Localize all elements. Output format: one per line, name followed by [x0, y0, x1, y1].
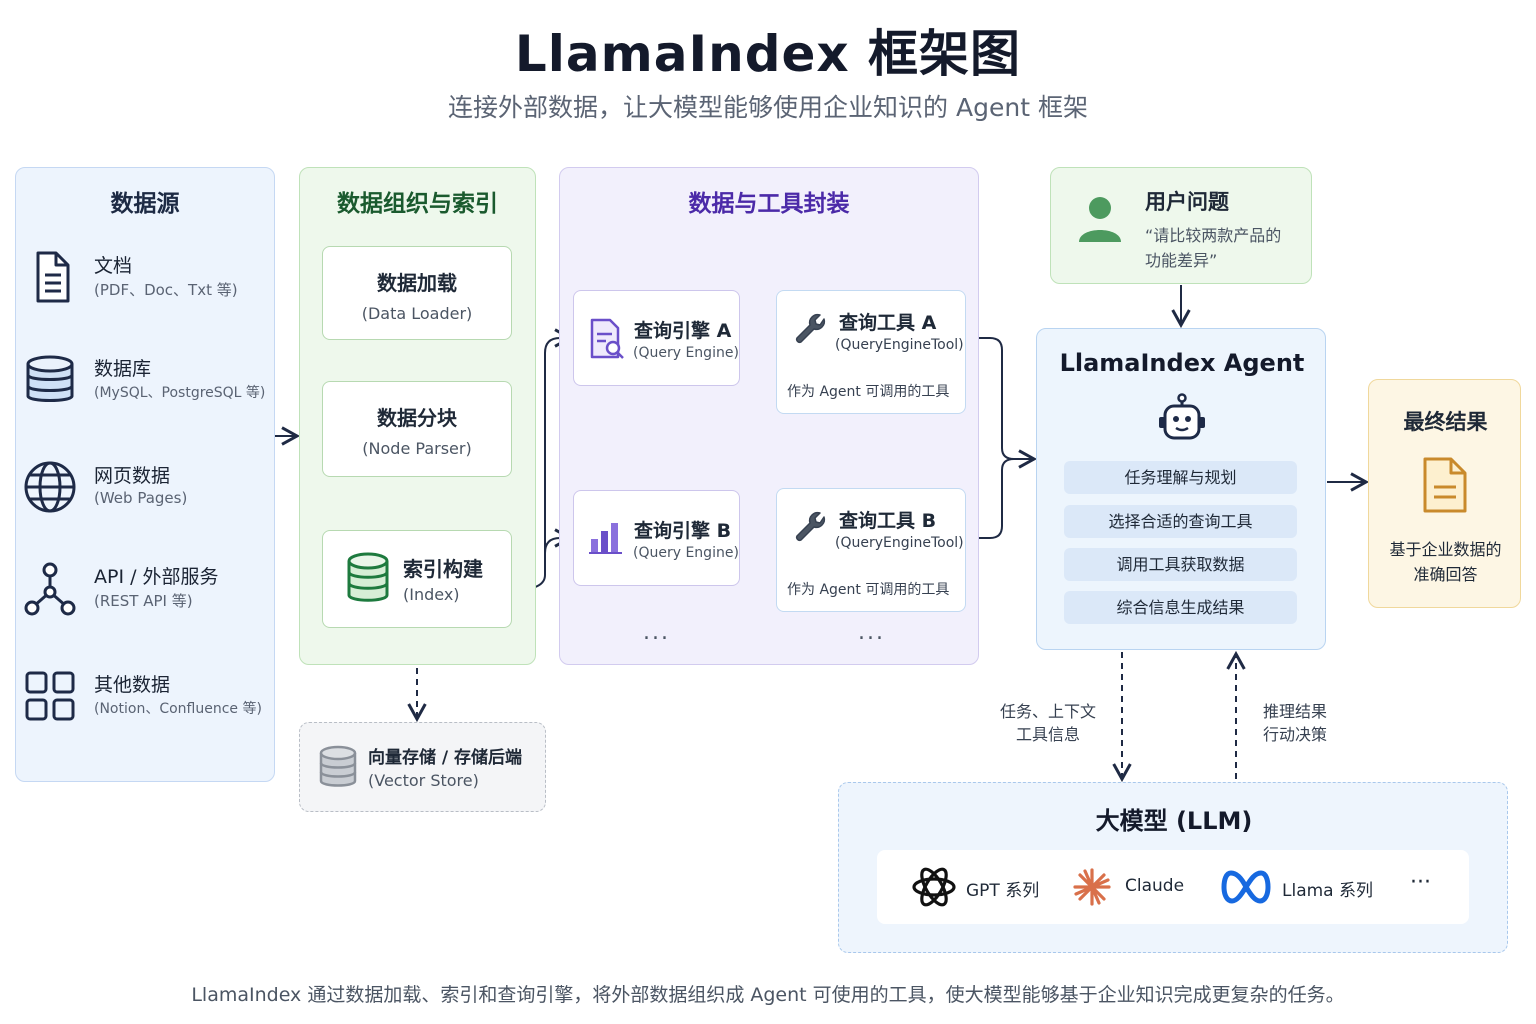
source-label: 网页数据 [94, 465, 171, 487]
source-label: API / 外部服务 [94, 566, 219, 588]
tool-description: 作为 Agent 可调用的工具 [787, 582, 950, 598]
search-document-icon [590, 318, 624, 359]
edge-label-line: 推理结果 [1262, 702, 1327, 721]
data-loader-node: 数据加载 (Data Loader) [322, 246, 512, 340]
source-sublabel: (PDF、Doc、Txt 等) [94, 281, 238, 299]
edge-label-line: 行动决策 [1262, 725, 1327, 744]
tool-description: 作为 Agent 可调用的工具 [787, 384, 950, 400]
user-question-line1: “请比较两款产品的 [1145, 226, 1282, 245]
agent-step: 综合信息生成结果 [1064, 591, 1297, 624]
vector-store-database-icon [319, 745, 357, 787]
node-sublabel: (Node Parser) [362, 439, 472, 458]
source-label: 其他数据 [94, 674, 171, 696]
arrow-tool-a-to-agent [967, 337, 1038, 469]
bar-chart-icon [589, 523, 622, 554]
source-sublabel: (Web Pages) [94, 489, 188, 507]
engine-label: 查询引擎 A [634, 320, 732, 342]
claude-logo-icon [1073, 868, 1111, 906]
robot-icon [1159, 393, 1205, 440]
vector-store-label: 向量存储 / 存储后端 [368, 748, 523, 768]
source-item-other: 其他数据 (Notion、Confluence 等) [0, 664, 262, 734]
node-sublabel: (Data Loader) [361, 304, 473, 323]
user-question-line2: 功能差异” [1145, 251, 1218, 270]
edge-label-to-llm: 任务、上下文 工具信息 [988, 700, 1108, 746]
index-node: 索引构建 (Index) [322, 530, 512, 628]
wrench-icon [795, 511, 826, 542]
network-icon [24, 562, 76, 616]
more-engines-ellipsis: ... [643, 620, 670, 645]
llm-model-label: Claude [1125, 876, 1185, 896]
source-item-api: API / 外部服务 (REST API 等) [0, 556, 260, 626]
tool-sublabel: (QueryEngineTool) [835, 337, 964, 353]
source-item-web: 网页数据 (Web Pages) [0, 455, 260, 525]
vector-store-node: 向量存储 / 存储后端 (Vector Store) [299, 722, 546, 812]
document-icon [36, 251, 70, 303]
source-sublabel: (Notion、Confluence 等) [94, 701, 262, 717]
tool-sublabel: (QueryEngineTool) [835, 535, 964, 551]
source-label: 数据库 [94, 358, 152, 380]
data-organize-title: 数据组织与索引 [337, 191, 498, 217]
llm-model-label: Llama 系列 [1282, 881, 1373, 901]
node-label: 数据分块 [377, 406, 457, 430]
agent-step: 选择合适的查询工具 [1064, 505, 1297, 538]
source-label: 文档 [94, 255, 133, 277]
llm-title: 大模型 (LLM) [1095, 807, 1253, 835]
result-document-icon [1423, 457, 1467, 513]
more-tools-ellipsis: ... [858, 620, 885, 645]
edge-label-from-llm: 推理结果 行动决策 [1250, 700, 1340, 746]
wrench-icon [795, 313, 826, 344]
query-engine-a-node: 查询引擎 A (Query Engine) [573, 290, 740, 386]
final-result-line2: 准确回答 [1413, 565, 1478, 584]
node-sublabel: (Index) [403, 585, 460, 604]
vector-store-sublabel: (Vector Store) [368, 771, 479, 790]
llm-models-row: GPT 系列 Claude Llama 系列 ··· [877, 850, 1469, 924]
agent-step: 任务理解与规划 [1064, 461, 1297, 494]
connector-tool-b-to-agent [967, 458, 1015, 539]
engine-sublabel: (Query Engine) [633, 545, 739, 561]
engine-sublabel: (Query Engine) [633, 345, 739, 361]
page-title: LlamaIndex 框架图 [514, 25, 1022, 83]
node-parser-node: 数据分块 (Node Parser) [322, 381, 512, 477]
node-label: 索引构建 [403, 557, 483, 581]
engine-label: 查询引擎 B [634, 520, 732, 542]
source-sublabel: (MySQL、PostgreSQL 等) [94, 385, 266, 401]
grid-icon [25, 671, 75, 721]
source-item-database: 数据库 (MySQL、PostgreSQL 等) [0, 348, 265, 418]
tool-label: 查询工具 A [839, 312, 937, 334]
source-item-document: 文档 (PDF、Doc、Txt 等) [0, 245, 260, 315]
query-engine-b-node: 查询引擎 B (Query Engine) [573, 490, 740, 586]
node-label: 数据加载 [377, 271, 457, 295]
edge-label-line: 任务、上下文 [999, 702, 1096, 721]
index-database-icon [347, 552, 389, 602]
agent-step: 调用工具获取数据 [1064, 548, 1297, 581]
more-models-ellipsis: ··· [1410, 870, 1431, 895]
source-sublabel: (REST API 等) [94, 592, 193, 610]
final-result-panel: 最终结果 基于企业数据的 准确回答 [1368, 379, 1521, 608]
llm-model-label: GPT 系列 [966, 881, 1040, 901]
tool-label: 查询工具 B [839, 510, 937, 532]
meta-logo-icon [1221, 870, 1271, 904]
globe-icon [24, 461, 76, 513]
data-tool-wrap-title: 数据与工具封装 [688, 191, 850, 217]
edge-label-line: 工具信息 [1015, 725, 1080, 744]
openai-logo-icon [912, 867, 956, 907]
user-question-panel: 用户问题 “请比较两款产品的 功能差异” [1050, 167, 1312, 284]
agent-title: LlamaIndex Agent [1059, 349, 1305, 377]
final-result-line1: 基于企业数据的 [1389, 540, 1502, 559]
user-question-title: 用户问题 [1145, 190, 1229, 214]
footer-caption: LlamaIndex 通过数据加载、索引和查询引擎，将外部数据组织成 Agent… [191, 984, 1345, 1006]
page-subtitle: 连接外部数据，让大模型能够使用企业知识的 Agent 框架 [448, 93, 1088, 122]
query-tool-b-node: 查询工具 B (QueryEngineTool) 作为 Agent 可调用的工具 [776, 488, 966, 612]
user-icon [1079, 197, 1121, 242]
data-sources-title: 数据源 [110, 191, 180, 217]
query-tool-a-node: 查询工具 A (QueryEngineTool) 作为 Agent 可调用的工具 [776, 290, 966, 414]
final-result-title: 最终结果 [1403, 410, 1488, 434]
database-icon [26, 355, 74, 402]
